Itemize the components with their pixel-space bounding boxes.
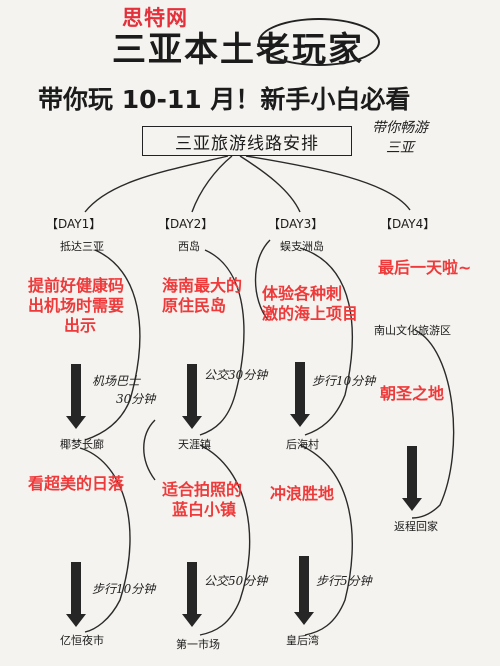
title-highlight-circle (258, 18, 380, 66)
flow-curve-3b (254, 239, 271, 321)
branch-day2 (191, 155, 233, 213)
day1-transit1: 机场巴士 30分钟 (92, 374, 156, 406)
day2-tip2: 适合拍照的 蓝白小镇 (162, 480, 243, 519)
day3-arrow-1 (290, 362, 310, 427)
day2-end-place: 第一市场 (176, 638, 220, 651)
page-subtitle: 带你玩 10-11 月！新手小白必看 (38, 85, 411, 114)
day2-arrow-2 (182, 562, 202, 627)
day1-arrow-2 (66, 562, 86, 627)
flow-curve-3c (299, 444, 353, 636)
day3-arrow-2 (294, 556, 314, 625)
day4-tip1: 最后一天啦~ (378, 258, 472, 277)
day2-transit1: 公交30分钟 (204, 368, 268, 382)
watermark-text: 思特网 (122, 6, 188, 30)
flow-curve-2c (199, 444, 251, 636)
day4-label: 【DAY4】 (380, 217, 436, 231)
note-line-1: 带你畅游 (372, 120, 428, 136)
day3-start-place: 蜈支洲岛 (280, 240, 324, 253)
branch-day3 (239, 155, 301, 213)
day2-mid-place: 天涯镇 (178, 438, 211, 451)
day2-label: 【DAY2】 (158, 217, 214, 231)
day1-arrow-1 (66, 364, 86, 429)
day2-transit2: 公交50分钟 (204, 574, 268, 588)
day4-arrow (402, 446, 422, 511)
flow-curve-2b (143, 419, 156, 481)
note-line-2: 三亚 (386, 140, 414, 156)
handwritten-note: 带你畅游 三亚 (372, 118, 460, 158)
route-plan-label: 三亚旅游线路安排 (175, 133, 319, 154)
branch-day4 (245, 155, 411, 211)
day2-start-place: 西岛 (178, 240, 200, 253)
day2-arrow-1 (182, 364, 202, 429)
branch-day1 (84, 155, 229, 213)
day1-end-place: 亿恒夜市 (60, 634, 104, 647)
day3-tip2: 冲浪胜地 (270, 484, 335, 503)
day3-transit1: 步行10分钟 (312, 374, 376, 388)
day4-end-place: 返程回家 (394, 520, 438, 533)
day1-mid-place: 椰梦长廊 (60, 438, 104, 451)
day2-tip1: 海南最大的 原住民岛 (162, 276, 243, 315)
day3-mid-place: 后海村 (286, 438, 319, 451)
route-plan-box: 三亚旅游线路安排 (142, 126, 352, 156)
flow-curve-4a (411, 329, 455, 519)
day3-label: 【DAY3】 (268, 217, 324, 231)
day1-transit2: 步行10分钟 (92, 582, 156, 596)
day1-label: 【DAY1】 (46, 217, 102, 231)
day3-end-place: 皇后湾 (286, 634, 319, 647)
day3-tip1: 体验各种刺 激的海上项目 (262, 284, 359, 323)
day1-tip2: 看超美的日落 (28, 474, 125, 493)
day4-mid-place: 南山文化旅游区 (374, 324, 451, 337)
flow-curve-2a (199, 249, 245, 436)
day1-tip1: 提前好健康码 出机场时需要 出示 (28, 276, 125, 335)
flow-curve-1a (84, 249, 141, 441)
flow-curve-1b (79, 447, 131, 633)
day1-start-place: 抵达三亚 (60, 240, 104, 253)
day4-tip2: 朝圣之地 (380, 384, 445, 403)
flow-curve-3a (299, 247, 353, 436)
day3-transit2: 步行5分钟 (316, 574, 372, 588)
